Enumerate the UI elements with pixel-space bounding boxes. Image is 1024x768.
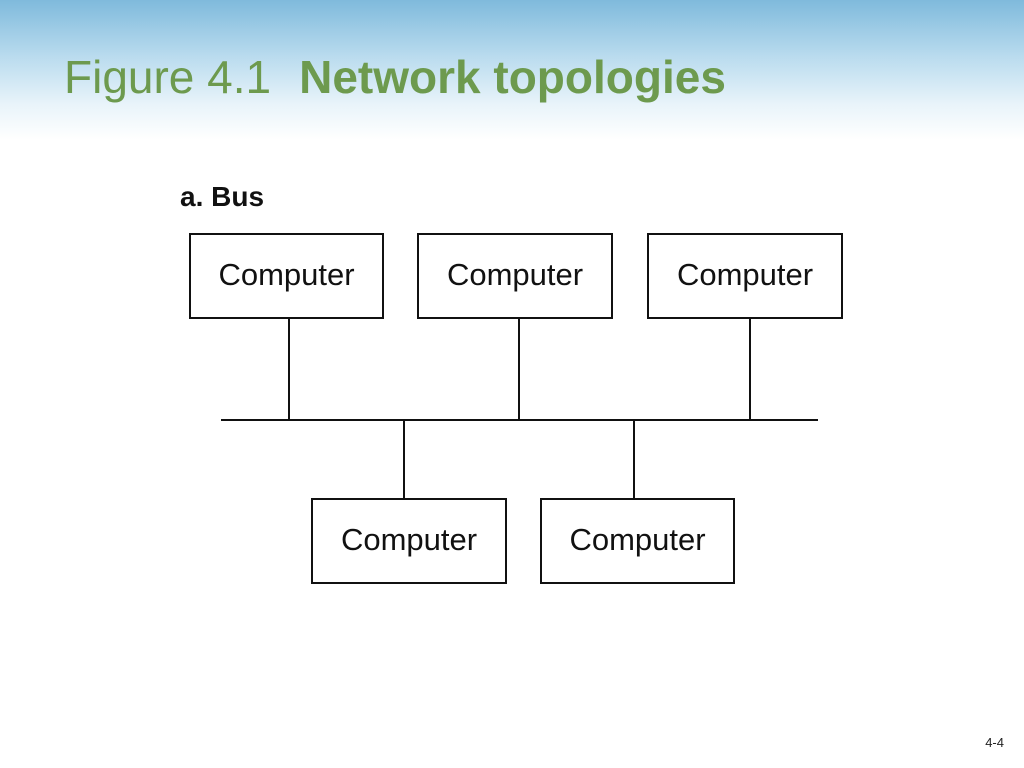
computer-node: Computer	[417, 233, 613, 319]
figure-label: Figure 4.1	[64, 51, 272, 103]
computer-node: Computer	[540, 498, 735, 584]
slide-number: 4-4	[985, 735, 1004, 750]
computer-node: Computer	[647, 233, 843, 319]
computer-node-label: Computer	[341, 522, 477, 557]
computer-node: Computer	[311, 498, 507, 584]
diagram-label: a. Bus	[180, 181, 265, 212]
slide-header	[0, 0, 1024, 140]
figure-title: Network topologies	[299, 51, 726, 103]
computer-node: Computer	[189, 233, 384, 319]
slide-title: Figure 4.1 Network topologies	[64, 50, 726, 104]
computer-node-label: Computer	[677, 257, 813, 292]
computer-node-label: Computer	[218, 257, 354, 292]
computer-node-label: Computer	[569, 522, 705, 557]
computer-node-label: Computer	[447, 257, 583, 292]
